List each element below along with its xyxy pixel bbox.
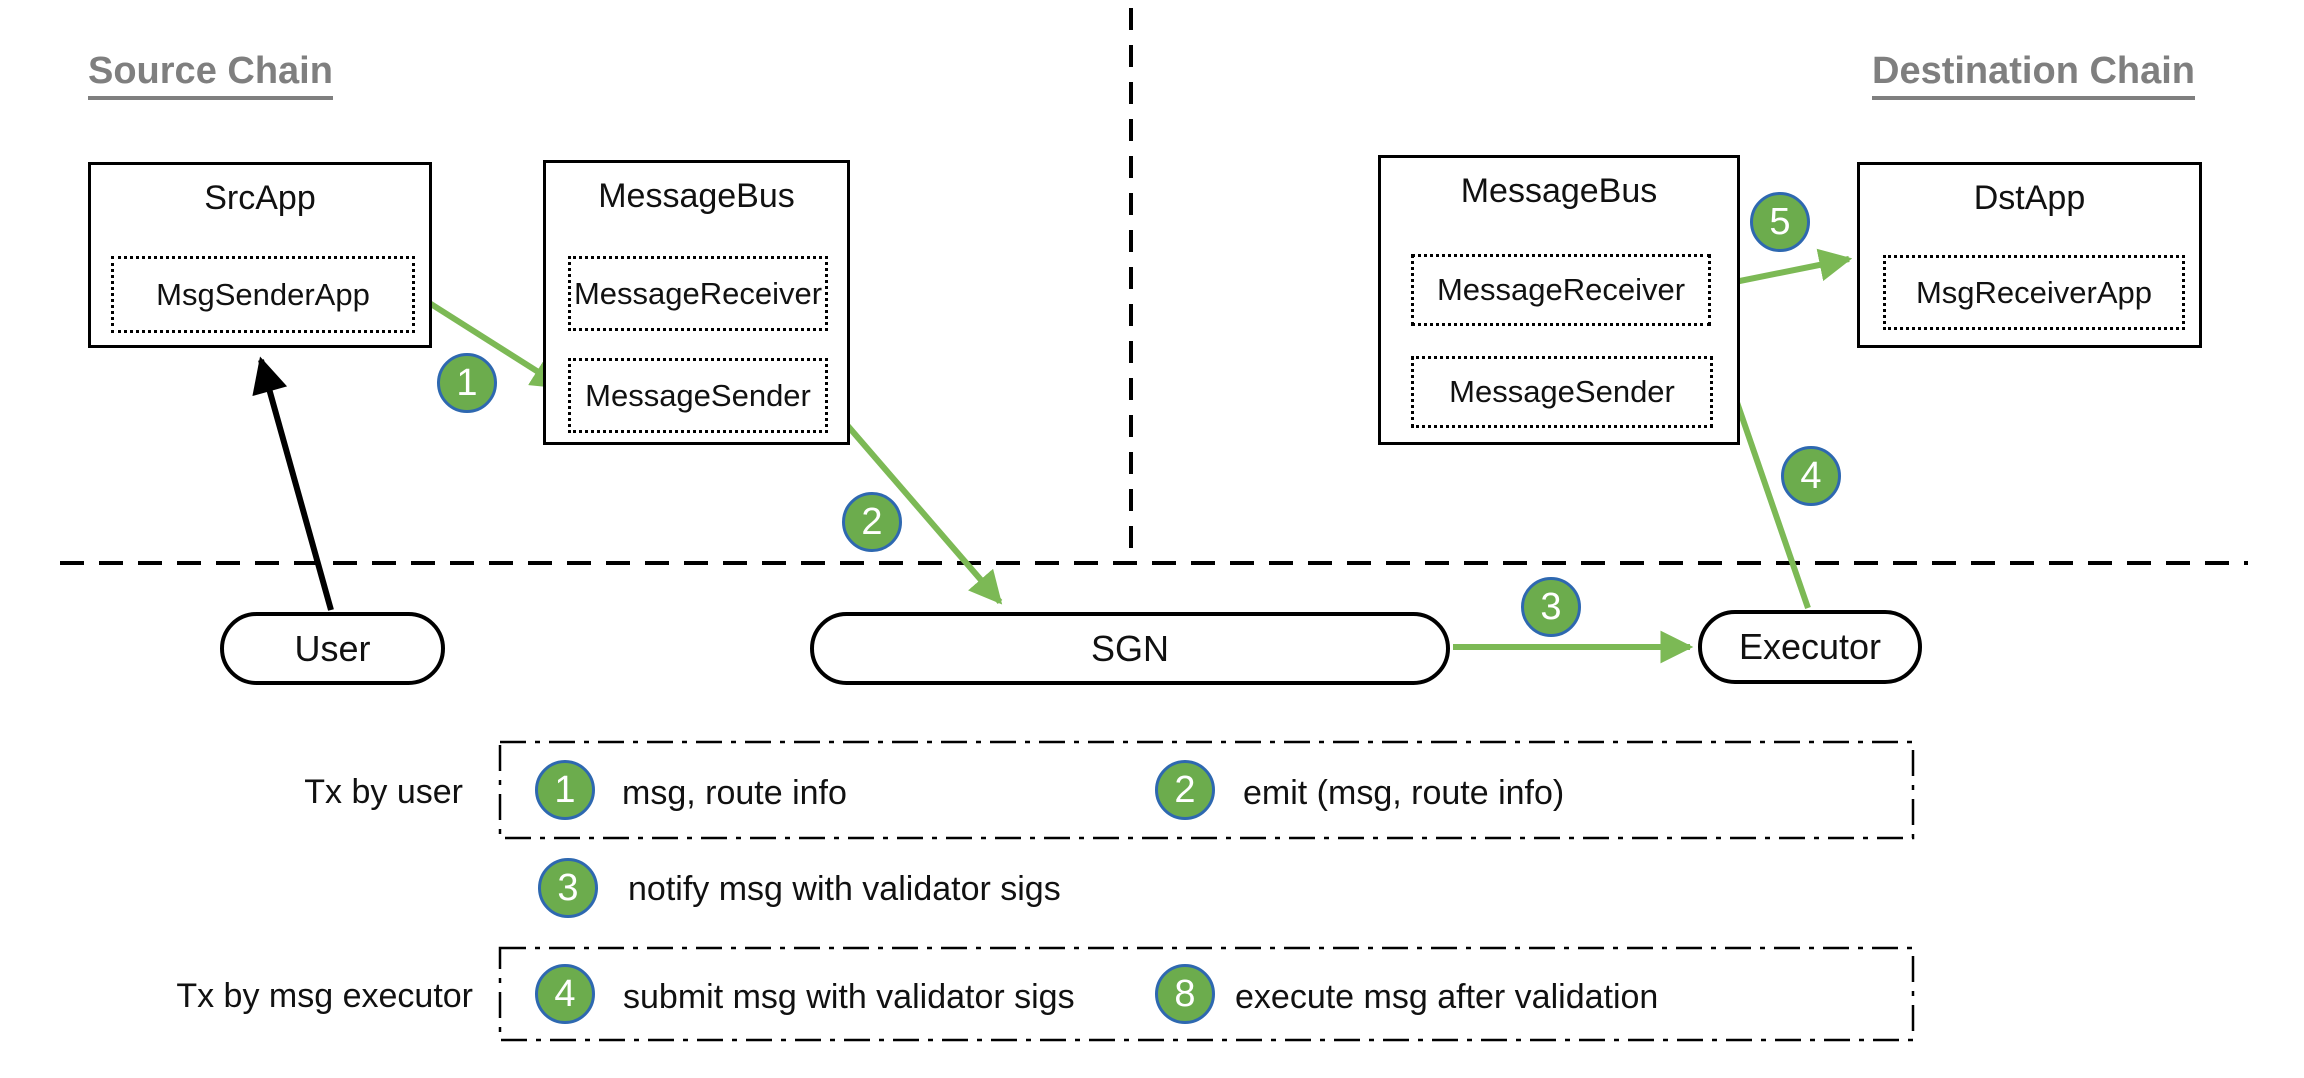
source-messagesender-module: MessageSender [568, 358, 828, 433]
destination-chain-heading: Destination Chain [1872, 50, 2196, 100]
srcapp-title: SrcApp [204, 179, 316, 217]
destination-messagesender-module: MessageSender [1411, 356, 1713, 428]
legend-badge-2: 2 [1155, 760, 1215, 820]
source-messagebus-box: MessageBus MessageReceiver MessageSender [543, 160, 850, 445]
step-badge-4: 4 [1781, 446, 1841, 506]
step-badge-3: 3 [1521, 577, 1581, 637]
legend-text-8: execute msg after validation [1235, 978, 1659, 1016]
source-messagebus-title: MessageBus [598, 177, 795, 215]
legend-text-4: submit msg with validator sigs [623, 978, 1075, 1016]
legend-text-3: notify msg with validator sigs [628, 870, 1061, 908]
step-badge-1: 1 [437, 353, 497, 413]
dstapp-box: DstApp MsgReceiverApp [1857, 162, 2202, 348]
arrow-user-to-srcapp [252, 356, 334, 611]
srcapp-box: SrcApp MsgSenderApp [88, 162, 432, 348]
destination-chain-heading-text: Destination Chain [1872, 50, 2196, 100]
dstapp-title: DstApp [1973, 179, 2086, 217]
executor-oval: Executor [1698, 610, 1922, 684]
arrow-step2-bus-to-sgn [825, 401, 1003, 605]
destination-messagereceiver-module: MessageReceiver [1411, 254, 1711, 326]
sgn-oval: SGN [810, 612, 1450, 685]
source-messagereceiver-module: MessageReceiver [568, 256, 828, 331]
legend-badge-4: 4 [535, 964, 595, 1024]
legend-badge-1: 1 [535, 760, 595, 820]
legend-text-1: msg, route info [622, 774, 847, 812]
arrow-step1-msgsender-to-bus [410, 289, 565, 390]
legend-badge-3: 3 [538, 858, 598, 918]
legend-text-2: emit (msg, route info) [1243, 774, 1565, 812]
source-chain-heading: Source Chain [88, 50, 333, 100]
user-oval: User [220, 612, 445, 685]
legend-label-tx-by-user: Tx by user [304, 773, 463, 811]
legend-label-tx-by-executor: Tx by msg executor [176, 977, 473, 1015]
legend-box-tx-by-executor [498, 946, 1915, 1042]
step-badge-5: 5 [1750, 192, 1810, 252]
step-badge-2: 2 [842, 492, 902, 552]
legend-box-tx-by-user [498, 740, 1915, 840]
source-chain-heading-text: Source Chain [88, 50, 333, 100]
legend-badge-8: 8 [1155, 964, 1215, 1024]
msgsenderapp-module: MsgSenderApp [111, 256, 415, 333]
destination-messagebus-box: MessageBus MessageReceiver MessageSender [1378, 155, 1740, 445]
msgreceiverapp-module: MsgReceiverApp [1883, 255, 2185, 330]
destination-messagebus-title: MessageBus [1460, 172, 1658, 210]
